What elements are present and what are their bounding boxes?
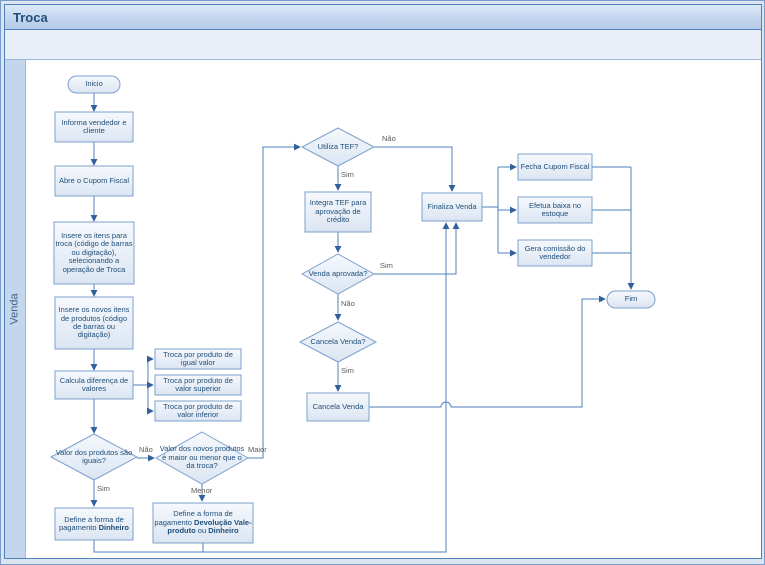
- edge-label-cancela-sim: Sim: [341, 366, 354, 375]
- node-integra-tef: Integra TEF para aprovação de crédito: [309, 198, 367, 225]
- node-define-devolucao: Define a forma de pagamento Devolução Va…: [154, 509, 252, 536]
- node-finaliza-venda: Finaliza Venda: [427, 201, 477, 211]
- node-insere-itens-troca: Insere os itens para troca (código de ba…: [55, 231, 133, 274]
- pool-header: Troca: [5, 5, 761, 30]
- node-utiliza-tef: Utiliza TEF?: [317, 141, 359, 151]
- node-informa-vendedor: Informa vendedor e cliente: [61, 117, 127, 135]
- node-troca-inferior: Troca por produto de valor inferior: [163, 401, 233, 419]
- edge-label-tef-sim: Sim: [341, 170, 354, 179]
- node-fim: Fim: [624, 294, 638, 304]
- node-abre-cupom: Abre o Cupom Fiscal: [58, 175, 130, 185]
- edge-label-iguais-sim: Sim: [97, 484, 110, 493]
- node-insere-novos-itens: Insere os novos itens de produtos (códig…: [58, 305, 130, 340]
- node-inicio: Inicio: [85, 79, 103, 89]
- pool-subheader-band: [5, 30, 761, 60]
- swimlane-label-strip: Venda: [5, 60, 26, 558]
- edge-label-tef-nao: Não: [382, 134, 396, 143]
- edge-label-maior: Maior: [248, 445, 267, 454]
- node-efetua-baixa: Efetua baixa no estoque: [528, 200, 582, 218]
- node-troca-superior: Troca por produto de valor superior: [163, 375, 233, 393]
- node-troca-igual: Troca por produto de igual valor: [163, 349, 233, 367]
- swimlane-label: Venda: [9, 293, 22, 325]
- node-fecha-cupom: Fecha Cupom Fiscal: [520, 161, 590, 171]
- edge-label-aprovada-nao: Não: [341, 299, 355, 308]
- node-valor-iguais: Valor dos produtos são iguais?: [55, 447, 133, 465]
- node-cancela-venda: Cancela Venda: [312, 401, 364, 411]
- node-valor-maior-menor: Valor dos novos produtos é maior ou meno…: [159, 444, 245, 471]
- node-calcula-diferenca: Calcula diferença de valores: [59, 375, 129, 393]
- node-cancela-venda-question: Cancela Venda?: [310, 336, 366, 346]
- node-gera-comissao: Gera comissão do vendedor: [524, 243, 586, 261]
- edge-label-menor: Menor: [191, 486, 213, 495]
- edge-label-aprovada-sim: Sim: [380, 261, 393, 270]
- edge-label-iguais-nao: Não: [139, 445, 153, 454]
- node-define-dinheiro: Define a forma de pagamento Dinheiro: [58, 514, 130, 532]
- page-title: Troca: [13, 9, 48, 25]
- node-venda-aprovada: Venda aprovada?: [308, 268, 368, 278]
